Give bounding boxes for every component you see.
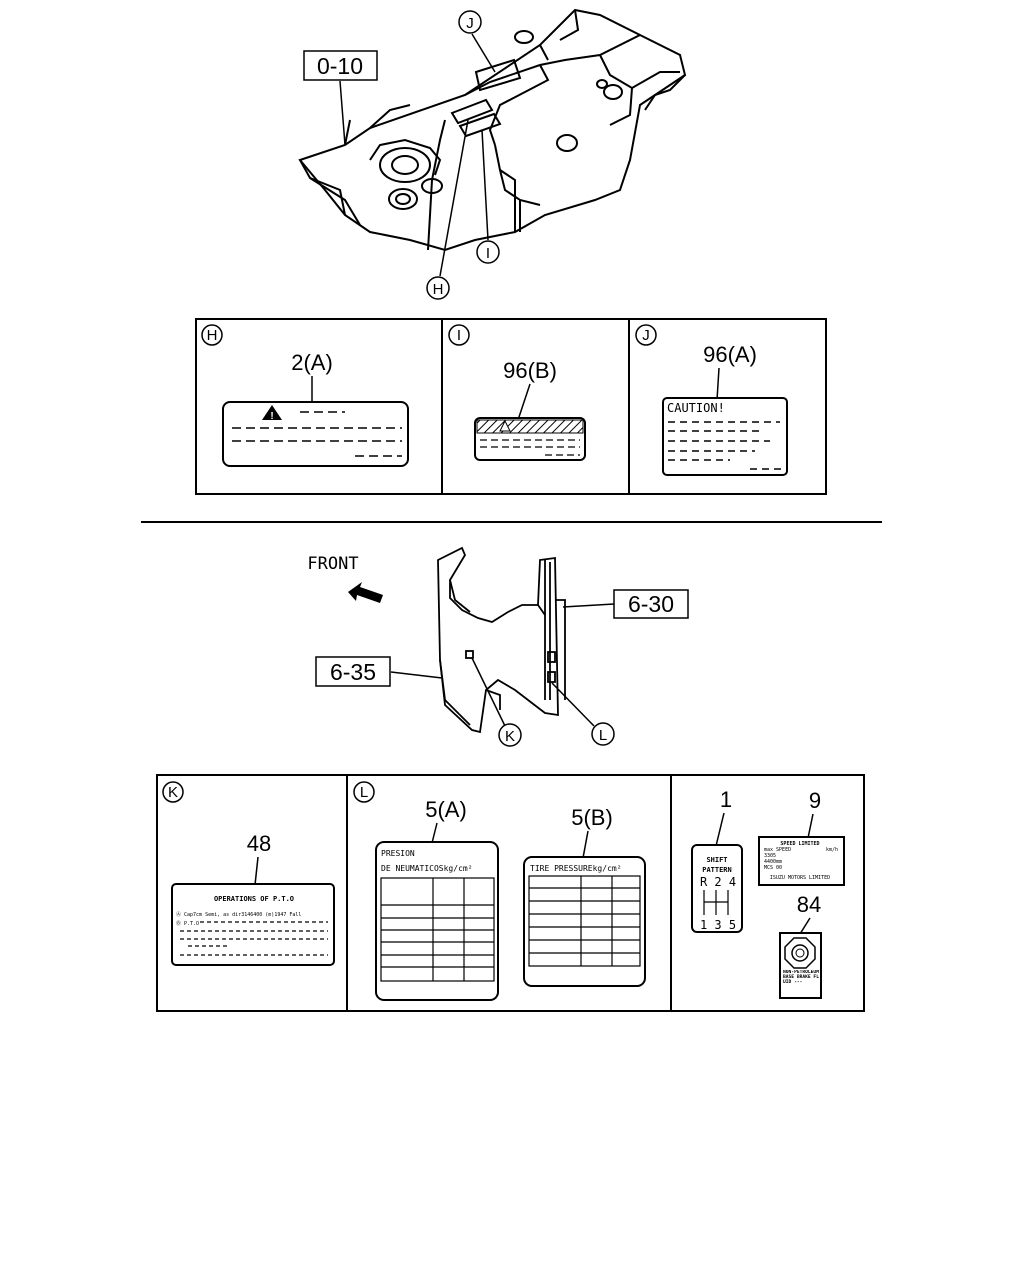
- pto-label-title: OPERATIONS OF P.T.O: [214, 895, 294, 903]
- label-panel-row-2: [156, 774, 865, 1012]
- warning-triangle-icon: [499, 419, 511, 432]
- shift-gate-lines: [703, 890, 729, 915]
- top-leader-lines: [339, 33, 496, 277]
- svg-text:!: !: [270, 411, 273, 422]
- part-number-5A: 5(A): [425, 797, 467, 822]
- speed-limited-label: [758, 836, 845, 886]
- part-number-9: 9: [809, 788, 821, 813]
- callout-J-circle: [635, 324, 657, 346]
- callout-J-label: J: [642, 327, 650, 344]
- shift-pattern-row-2: 1 3 5: [700, 918, 736, 932]
- speed-label-line-2: 3305: [764, 853, 776, 859]
- svg-text:6-35: 6-35: [330, 659, 376, 685]
- speed-label-line-3: 4400mm: [764, 859, 782, 865]
- tire-pressure-label-english: [523, 856, 646, 987]
- cab-frame-drawing: [298, 8, 687, 252]
- panel-L: L 5(A) PRESION DE NEUMATICOSkg/cm² 5(B) …: [353, 781, 646, 1001]
- part-number-84: 84: [797, 892, 821, 917]
- part-number-1: 1: [720, 787, 732, 812]
- svg-text:J: J: [466, 15, 474, 32]
- tire-pressure-label-spanish: [375, 841, 499, 1001]
- part-number-96B: 96(B): [503, 358, 557, 383]
- panel-misc: 1 SHIFT PATTERN R 2 4 1 3 5 9 SPEED LIMI…: [691, 787, 845, 999]
- label-5A-line-2: DE NEUMATICOSkg/cm²: [381, 864, 473, 873]
- callout-I-top: I: [476, 240, 500, 264]
- callout-K-label: K: [168, 784, 178, 801]
- panel-H: H 2(A) !: [201, 324, 409, 467]
- svg-text:6-30: 6-30: [628, 591, 674, 617]
- speed-label-unit: km/h: [826, 847, 838, 853]
- tire-pressure-table-5A: [380, 877, 495, 982]
- side-leader-lines: [390, 603, 615, 727]
- front-direction-label: FRONT: [307, 554, 358, 574]
- pto-line-2: Ⓑ P.T.O: [176, 920, 199, 927]
- svg-text:H: H: [433, 281, 444, 298]
- panel-I: I 96(B): [448, 324, 586, 461]
- callout-H-label: H: [207, 327, 218, 344]
- label-panel-row-1: [195, 318, 827, 495]
- panel-J: J 96(A) CAUTION!: [635, 324, 788, 476]
- speed-label-line-4: MCS 00: [764, 865, 782, 871]
- part-number-48: 48: [247, 831, 271, 856]
- part-number-2A: 2(A): [291, 350, 333, 375]
- label-5B-line-1: TIRE PRESSUREkg/cm²: [530, 864, 622, 873]
- svg-text:L: L: [599, 727, 607, 744]
- ref-box-6-35: 6-35: [315, 656, 391, 687]
- warning-triangle-icon: !: [262, 405, 282, 422]
- callout-L-side: L: [591, 722, 615, 746]
- shift-pattern-row-1: R 2 4: [700, 875, 736, 889]
- caution-title: CAUTION!: [667, 401, 725, 415]
- ref-box-6-30: 6-30: [613, 589, 689, 619]
- callout-K-side: K: [498, 723, 522, 747]
- ref-box-0-10: 0-10: [303, 50, 378, 81]
- callout-K-circle: [162, 781, 184, 803]
- side-panel-drawing: [437, 546, 566, 734]
- shift-pattern-line-2: PATTERN: [702, 866, 732, 874]
- part-number-96A: 96(A): [703, 342, 757, 367]
- callout-H-circle: [201, 324, 223, 346]
- shift-pattern-line-1: SHIFT: [706, 856, 727, 864]
- panel-K: K 48 OPERATIONS OF P.T.O Ⓐ Cap7cm Semi, …: [162, 781, 335, 966]
- speed-label-title: SPEED LIMITED: [780, 841, 819, 847]
- caution-label-96A: [662, 397, 788, 476]
- svg-text:K: K: [505, 728, 515, 745]
- callout-I-label: I: [457, 327, 461, 344]
- callout-J-top: J: [458, 10, 482, 34]
- brake-fluid-text: NON-PETROLEUM BASE BRAKE FLUID ---: [783, 970, 819, 986]
- speed-label-line-1: max SPEED: [764, 847, 791, 853]
- front-arrow-icon: [348, 582, 383, 603]
- svg-text:0-10: 0-10: [317, 53, 363, 79]
- pto-operations-label: [171, 883, 335, 966]
- pto-line-1: Ⓐ Cap7cm Semi, as dir3146400 (m)1947 Fal…: [176, 911, 301, 918]
- label-5A-line-1: PRESION: [381, 849, 415, 858]
- callout-L-circle: [353, 781, 375, 803]
- callout-I-circle: [448, 324, 470, 346]
- callout-L-label: L: [360, 784, 368, 801]
- speed-label-footer: ISUZU MOTORS LIMITED: [770, 875, 830, 881]
- tire-pressure-table-5B: [528, 875, 641, 967]
- brake-fluid-octagon-icon: [784, 937, 816, 969]
- callout-H-top: H: [426, 276, 450, 300]
- svg-text:I: I: [486, 245, 490, 262]
- part-number-5B: 5(B): [571, 805, 613, 830]
